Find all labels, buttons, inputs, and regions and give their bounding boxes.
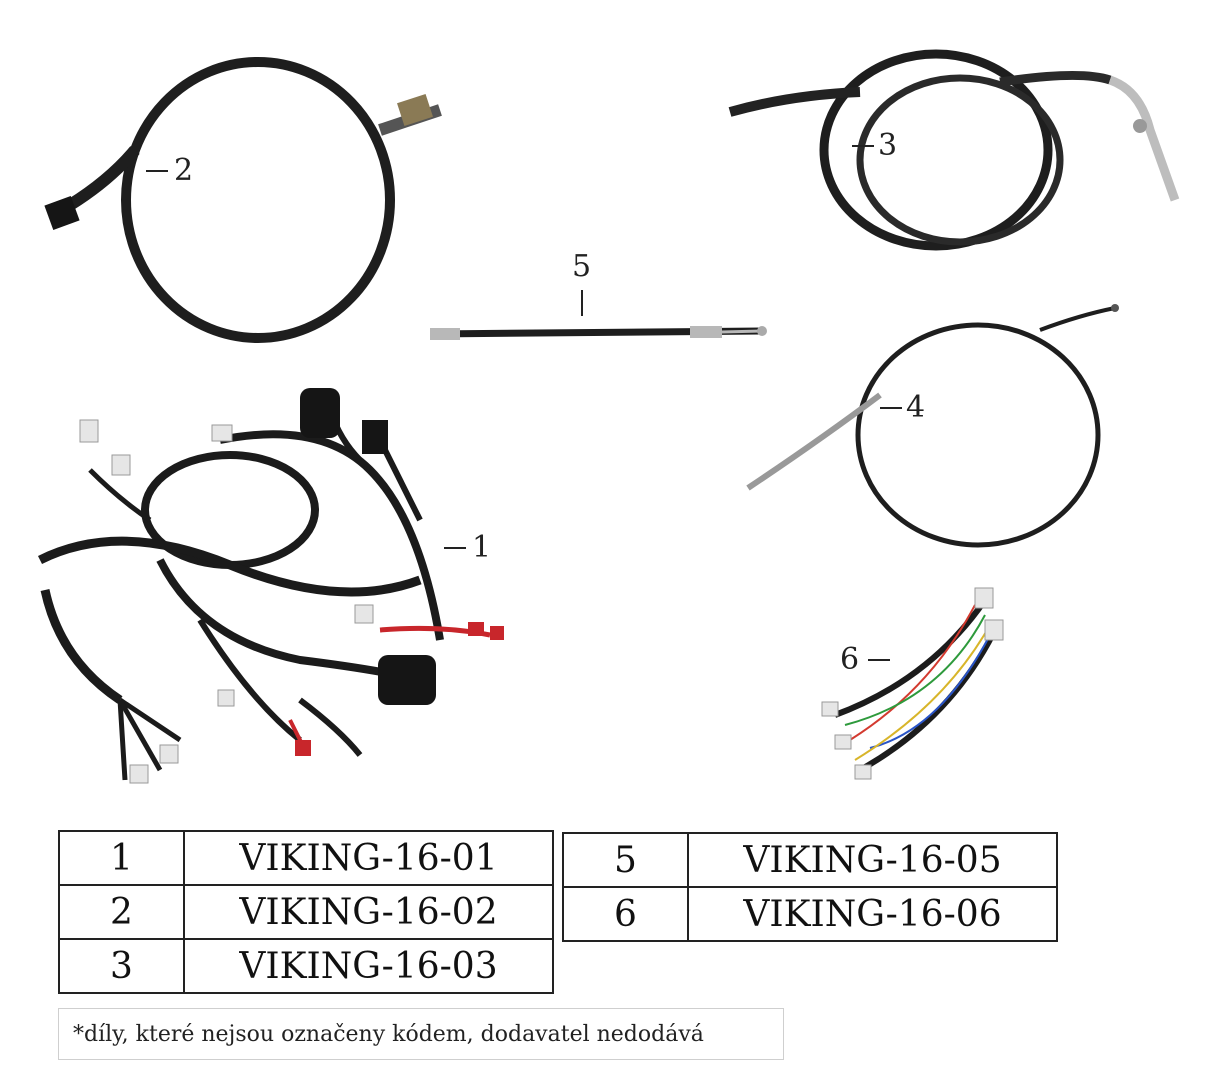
callout-label-4: 4 xyxy=(906,390,926,425)
parts-diagram xyxy=(37,49,1180,784)
part-code-cell: VIKING-16-06 xyxy=(687,886,1058,942)
footnote: *díly, které nejsou označeny kódem, doda… xyxy=(58,1008,784,1060)
callout-label-1: 1 xyxy=(472,530,492,565)
table-row: 2 VIKING-16-02 xyxy=(58,884,554,940)
callout-leaders xyxy=(146,145,902,661)
throttle-cable-illustration xyxy=(728,49,1180,251)
callout-label-2: 2 xyxy=(174,153,194,188)
callout-label-5: 5 xyxy=(572,249,592,284)
callout-label-3: 3 xyxy=(878,128,898,163)
table-row: 3 VIKING-16-03 xyxy=(58,938,554,994)
harness-connectors xyxy=(79,388,504,784)
callout-label-6: 6 xyxy=(840,642,860,677)
table-row: 5 VIKING-16-05 xyxy=(562,832,1058,888)
speedometer-cable-illustration xyxy=(44,57,442,343)
part-number-cell: 6 xyxy=(562,886,689,942)
wiring-harness-illustration xyxy=(37,409,491,781)
part-number-cell: 3 xyxy=(58,938,185,994)
short-cable-illustration xyxy=(430,290,767,340)
part-number-cell: 1 xyxy=(58,830,185,886)
small-harness-illustration xyxy=(821,587,1004,780)
part-code-cell: VIKING-16-05 xyxy=(687,832,1058,888)
parts-table-left: 1 VIKING-16-01 2 VIKING-16-02 3 VIKING-1… xyxy=(58,830,554,994)
part-code-cell: VIKING-16-03 xyxy=(183,938,554,994)
part-number-cell: 5 xyxy=(562,832,689,888)
brake-cable-illustration xyxy=(746,304,1119,548)
table-row: 1 VIKING-16-01 xyxy=(58,830,554,886)
table-row: 6 VIKING-16-06 xyxy=(562,886,1058,942)
part-number-cell: 2 xyxy=(58,884,185,940)
parts-table-right: 5 VIKING-16-05 6 VIKING-16-06 xyxy=(562,832,1058,942)
part-code-cell: VIKING-16-02 xyxy=(183,884,554,940)
part-code-cell: VIKING-16-01 xyxy=(183,830,554,886)
